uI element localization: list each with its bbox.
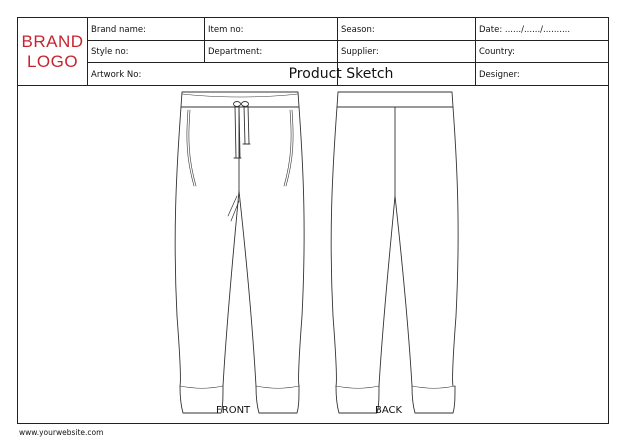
date-field[interactable]: Date: ....../....../.......... [479, 25, 571, 35]
pants-sketch [174, 91, 459, 414]
supplier-field[interactable]: Supplier: [341, 47, 379, 57]
brand-logo: BRAND LOGO [18, 18, 88, 86]
header-col-divider-2 [337, 18, 338, 85]
department-field[interactable]: Department: [208, 47, 263, 57]
back-pants-drawing [330, 91, 459, 414]
header-col-divider-3 [475, 18, 476, 85]
sketch-area: FRONT BACK [18, 86, 608, 423]
back-view-label: BACK [375, 405, 403, 416]
website-link[interactable]: www.yourwebsite.com [19, 428, 104, 437]
front-pants-drawing [174, 91, 305, 414]
page-title: Product Sketch [288, 66, 394, 82]
tech-pack-sheet: BRAND LOGO Brand name: Item no: Season: … [17, 17, 609, 424]
item-no-field[interactable]: Item no: [208, 25, 244, 35]
season-field[interactable]: Season: [341, 25, 375, 35]
style-no-field[interactable]: Style no: [91, 47, 129, 57]
designer-field[interactable]: Designer: [479, 70, 520, 80]
front-view-label: FRONT [216, 405, 251, 416]
country-field[interactable]: Country: [479, 47, 516, 57]
brand-name-field[interactable]: Brand name: [91, 25, 146, 35]
header-row-divider-2 [88, 62, 608, 63]
header-bottom-border [18, 85, 608, 86]
brand-logo-line-2: LOGO [26, 51, 79, 71]
brand-logo-line-1: BRAND [21, 31, 84, 51]
artwork-no-field[interactable]: Artwork No: [91, 70, 142, 80]
header-row-divider-1 [88, 40, 608, 41]
header-col-divider-1 [204, 18, 205, 62]
